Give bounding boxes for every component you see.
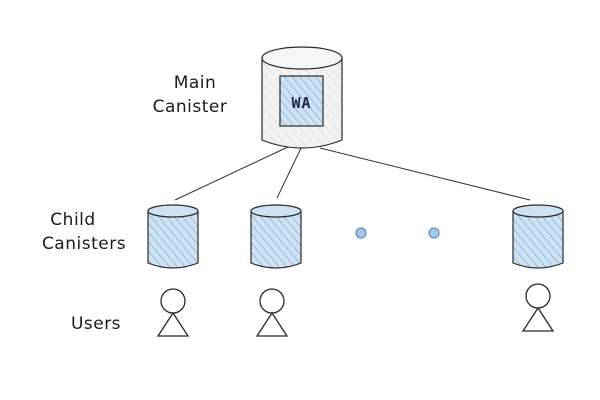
ellipsis-dot-1 [355,227,367,239]
connector-line-1 [174,145,291,201]
main-canister-label-line2: Canister [153,97,228,117]
main-canister-label-line1: Main [174,73,217,93]
child-canister-1 [147,204,199,269]
child-canister-body [250,211,302,269]
child-canister-top [147,204,199,218]
child-canister-top [512,204,564,218]
user-body [521,306,555,332]
connectors [174,145,531,201]
user-icon [255,288,289,337]
user-body [156,311,190,337]
user-head [525,283,551,309]
child-canisters-label-line1: Child [50,210,95,230]
users-label: Users [71,314,121,334]
user-icon [521,283,555,332]
connector-line-2 [276,145,303,199]
main-canister: WA [261,46,343,149]
child-canister-top [250,204,302,218]
main-canister-inner-box [279,75,324,127]
user-icon [156,288,190,337]
child-canister-3 [512,204,564,269]
child-canister-body [512,211,564,269]
user-head [259,288,285,314]
child-canisters-label-line2: Canisters [42,234,126,254]
child-canister-2 [250,204,302,269]
main-canister-top [261,46,343,70]
connector-line-3 [319,147,531,201]
user-body [255,311,289,337]
child-canister-body [147,211,199,269]
main-canister-inner-text: WA [291,94,311,112]
ellipsis-dot-2 [428,227,440,239]
user-head [160,288,186,314]
